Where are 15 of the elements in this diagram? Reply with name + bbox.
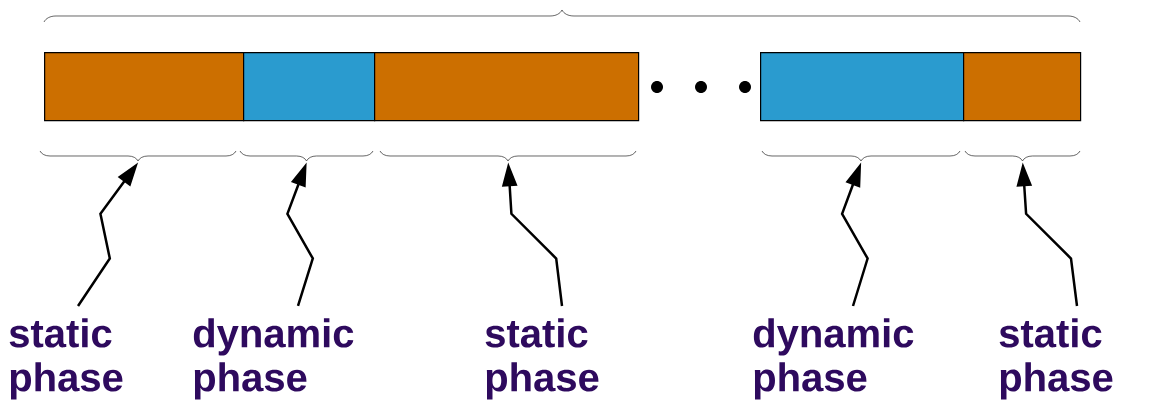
bar-segment [243,52,376,122]
bar-segment [963,52,1082,122]
bar-segment [374,52,640,122]
phase-label: static phase [9,318,123,400]
phase-label: static phase [999,318,1113,400]
brace [239,150,374,162]
phase-label: dynamic phase [753,318,914,400]
brace [379,150,637,162]
brace [761,150,961,162]
phase-label: dynamic phase [193,318,354,400]
brace [964,150,1081,162]
bar-segment [760,52,965,122]
bar-segment [44,52,245,122]
phase-label: static phase [485,318,599,400]
brace [39,150,237,162]
